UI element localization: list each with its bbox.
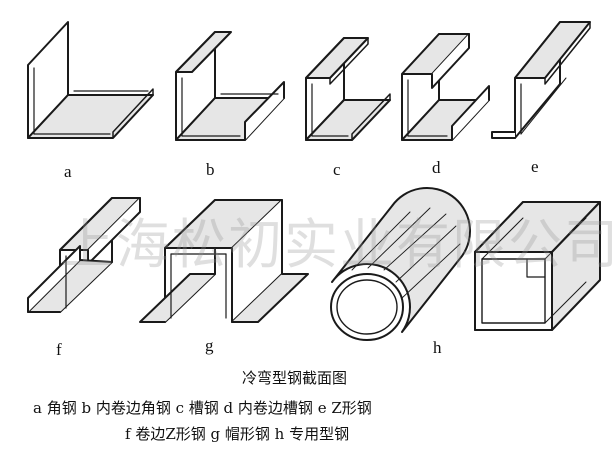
- figure-label-h: h: [433, 338, 442, 357]
- hat-steel-icon: [139, 199, 309, 323]
- legend-line-1: a 角钢 b 内卷边角钢 c 槽钢 d 内卷边槽钢 e Z形钢: [33, 399, 372, 417]
- z-steel-icon: [491, 21, 591, 139]
- figure-label-b: b: [206, 160, 215, 179]
- special-square-tube-icon: [474, 201, 601, 331]
- curled-z-steel-icon: [27, 197, 141, 313]
- legend-line-2: f 卷边Z形钢 g 帽形钢 h 专用型钢: [125, 425, 350, 443]
- inner-curled-channel-steel-icon: [401, 33, 490, 141]
- angle-steel-icon: [27, 21, 154, 139]
- inner-curled-angle-steel-icon: [175, 31, 285, 141]
- figure-label-g: g: [205, 336, 214, 355]
- channel-steel-icon: [305, 37, 391, 141]
- special-round-tube-icon: [330, 187, 472, 341]
- figure-label-e: e: [531, 157, 539, 176]
- figure-label-c: c: [333, 160, 341, 179]
- figure-label-f: f: [56, 340, 62, 359]
- figure-label-d: d: [432, 158, 441, 177]
- figure-label-a: a: [64, 162, 72, 181]
- figure-title: 冷弯型钢截面图: [242, 369, 348, 387]
